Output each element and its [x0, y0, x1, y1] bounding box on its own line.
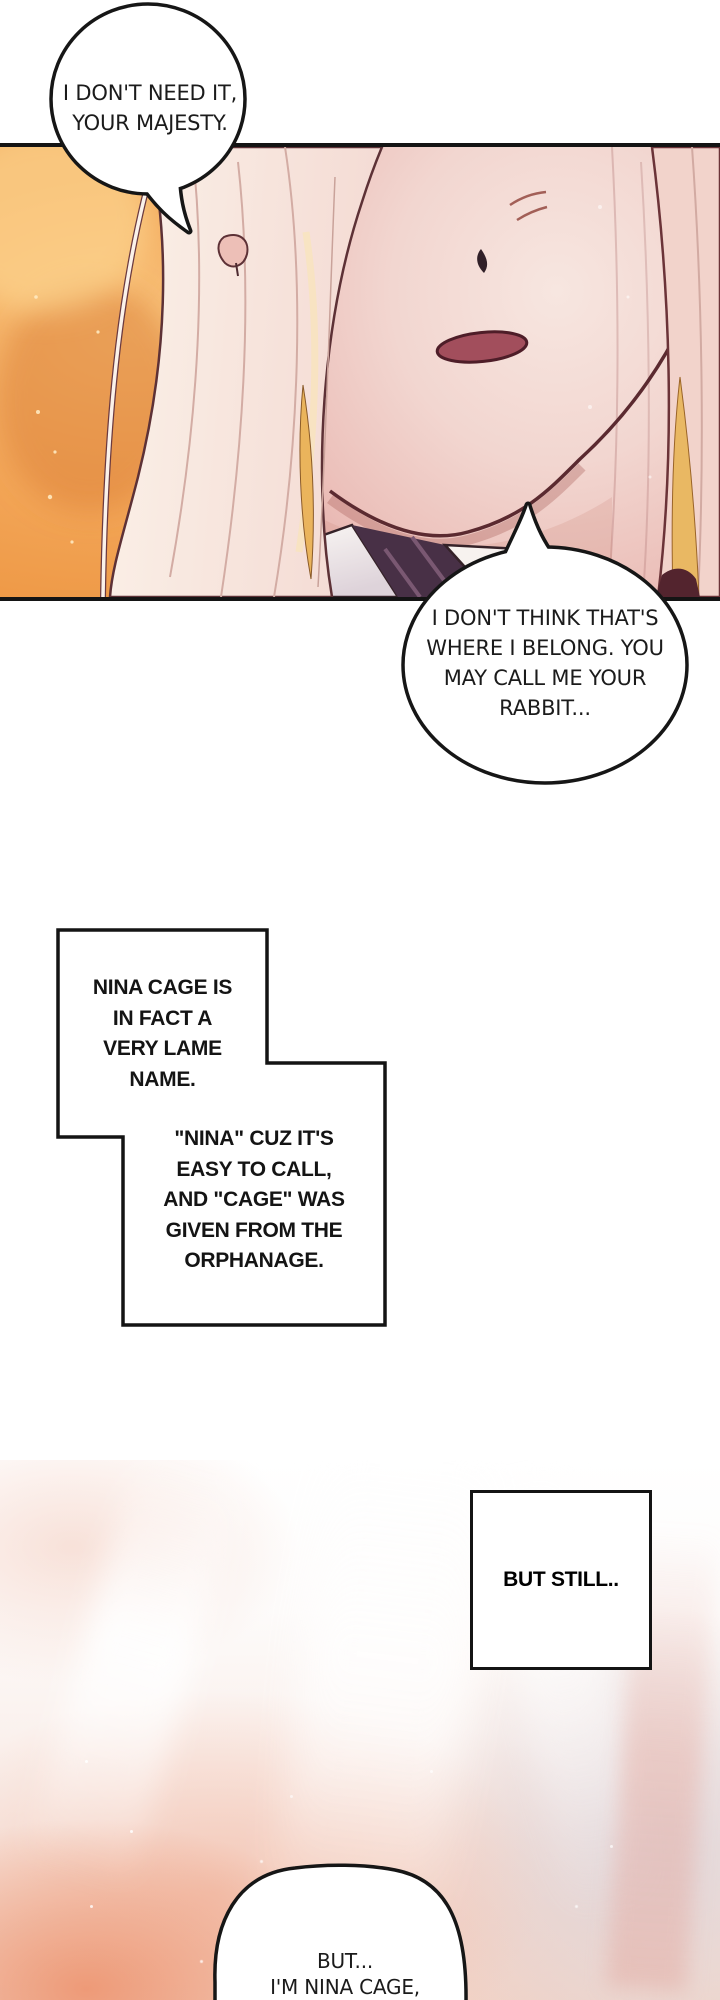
mouth	[435, 330, 529, 364]
wrinkle-lines	[509, 190, 547, 207]
narration-line: EASY TO CALL,	[176, 1157, 332, 1181]
bottom-bubble-text: BUT... I'M NINA CAGE,	[195, 1948, 495, 2000]
narration-line: AND "CAGE" WAS	[163, 1188, 345, 1211]
top-speech-bubble	[49, 2, 247, 235]
hair-dark-tip	[656, 568, 700, 597]
light-beam	[22, 1460, 248, 1887]
narration-box-outline	[56, 928, 387, 1327]
narration-line: VERY LAME	[103, 1037, 222, 1060]
top-bubble-text: I DON'T NEED IT, YOUR MAJESTY.	[40, 78, 260, 138]
hair-left	[100, 147, 384, 597]
speech-line: BUT...	[316, 1949, 374, 1973]
narration-line: NAME.	[129, 1067, 196, 1091]
hair-gold-strand-right	[671, 376, 700, 597]
narration-line: NINA CAGE IS	[92, 976, 233, 999]
middle-bubble-text: I DON'T THINK THAT'S WHERE I BELONG. YOU…	[395, 603, 695, 723]
face	[290, 147, 720, 597]
speech-line: I DON'T THINK THAT'S	[431, 606, 659, 630]
bottom-speech-bubble	[213, 1863, 468, 2000]
hair-right	[588, 147, 720, 597]
speech-line: WHERE I BELONG. YOU	[426, 636, 664, 660]
speech-line: YOUR MAJESTY.	[72, 111, 228, 135]
narration-line: BUT STILL..	[503, 1567, 619, 1591]
narration-box-group	[56, 928, 387, 1327]
narration-line: "NINA" CUZ IT'S	[174, 1127, 334, 1150]
middle-speech-bubble	[401, 501, 689, 785]
speech-line: MAY CALL ME YOUR	[443, 666, 647, 690]
narration-box-2: "NINA" CUZ IT'S EASY TO CALL, AND "CAGE"…	[123, 1124, 385, 1277]
narration-line: ORPHANAGE.	[184, 1249, 324, 1272]
narration-line: IN FACT A	[112, 1006, 213, 1030]
dust-particles	[85, 1760, 88, 1763]
speech-line: RABBIT...	[499, 696, 591, 720]
background-cloud	[0, 282, 185, 512]
speech-line: I DON'T NEED IT,	[62, 81, 238, 105]
ear	[217, 234, 249, 268]
hair-gold-strand	[299, 384, 314, 580]
narration-box-1: NINA CAGE IS IN FACT A VERY LAME NAME.	[58, 973, 267, 1095]
narration-box-3: BUT STILL..	[470, 1490, 652, 1670]
nose	[477, 249, 488, 273]
narration-line: GIVEN FROM THE	[165, 1218, 343, 1242]
speech-line: I'M NINA CAGE,	[270, 1975, 420, 1999]
